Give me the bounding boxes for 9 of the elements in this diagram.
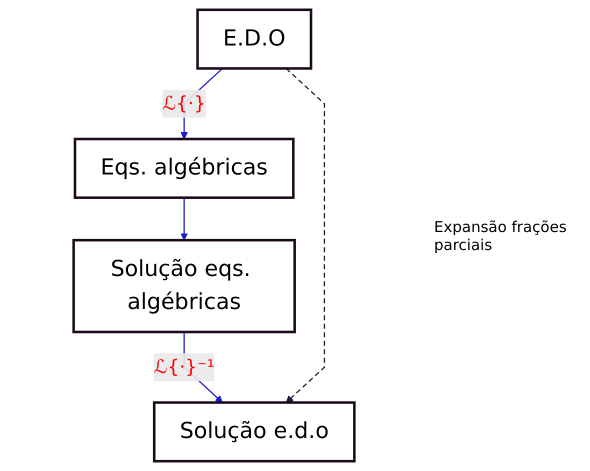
edge-label: ℒ{·}⁻¹	[154, 356, 214, 378]
arrow	[180, 198, 188, 241]
node-box: Solução eqs. algébricas	[72, 238, 296, 334]
node-box: E.D.O	[196, 8, 312, 70]
note-text: Expansão frações parciais	[434, 218, 568, 254]
arrow	[286, 68, 326, 403]
node-box: Eqs. algébricas	[74, 138, 295, 199]
node-box: Solução e.d.o	[152, 401, 356, 462]
edge-label: ℒ{·}	[162, 93, 206, 114]
